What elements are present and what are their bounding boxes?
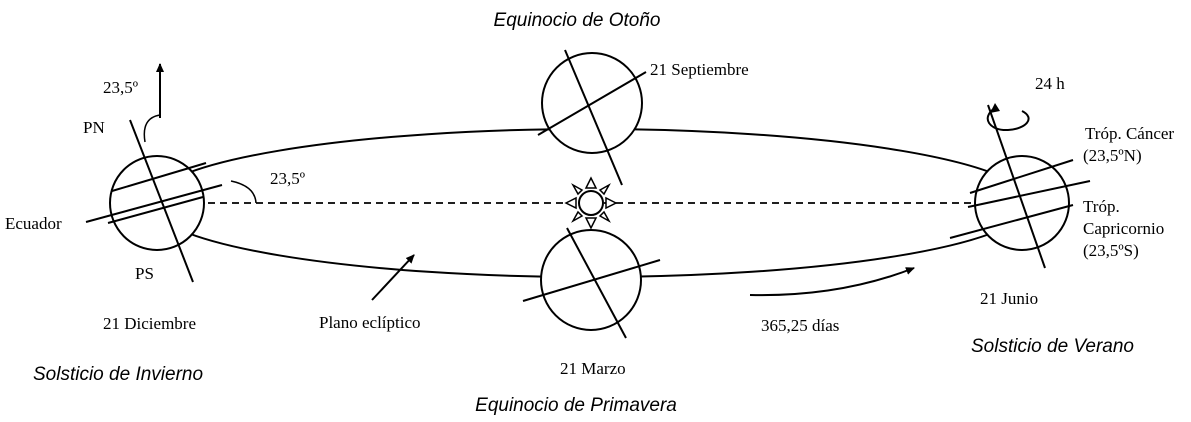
- tropic-capricorn-name2: Capricornio: [1083, 219, 1164, 238]
- rotation-label: 24 h: [1035, 74, 1065, 93]
- north-pole-label: PN: [83, 118, 105, 137]
- date-march: 21 Marzo: [560, 359, 626, 378]
- tropic-cancer-lat: (23,5ºN): [1083, 146, 1142, 165]
- date-september: 21 Septiembre: [650, 60, 749, 79]
- ecliptic-pointer-arrow: [371, 254, 415, 301]
- earth-september: [537, 49, 647, 186]
- tropic-capricorn-lat: (23,5ºS): [1083, 241, 1139, 260]
- ecliptic-plane-label: Plano eclíptico: [319, 313, 421, 332]
- summer-solstice-label: Solsticio de Verano: [971, 336, 1134, 357]
- earth-june: [949, 103, 1091, 269]
- south-pole-label: PS: [135, 264, 154, 283]
- tropic-cancer-name: Tróp. Cáncer: [1085, 124, 1174, 143]
- earth-december: [85, 63, 257, 283]
- year-label: 365,25 días: [761, 316, 839, 335]
- tropic-capricorn-name: Tróp.: [1083, 197, 1120, 216]
- equator-label: Ecuador: [5, 214, 62, 233]
- winter-solstice-label: Solsticio de Invierno: [33, 364, 203, 385]
- orbit-direction-arrow: [749, 267, 915, 297]
- date-june: 21 Junio: [980, 289, 1038, 308]
- sun-icon: [564, 176, 618, 230]
- spring-equinox-label: Equinocio de Primavera: [475, 395, 677, 416]
- autumn-equinox-label: Equinocio de Otoño: [494, 10, 661, 31]
- date-december: 21 Diciembre: [103, 314, 196, 333]
- tilt-axis-label: 23,5º: [103, 78, 138, 97]
- tilt-plane-label: 23,5º: [270, 169, 305, 188]
- earth-march: [522, 227, 661, 339]
